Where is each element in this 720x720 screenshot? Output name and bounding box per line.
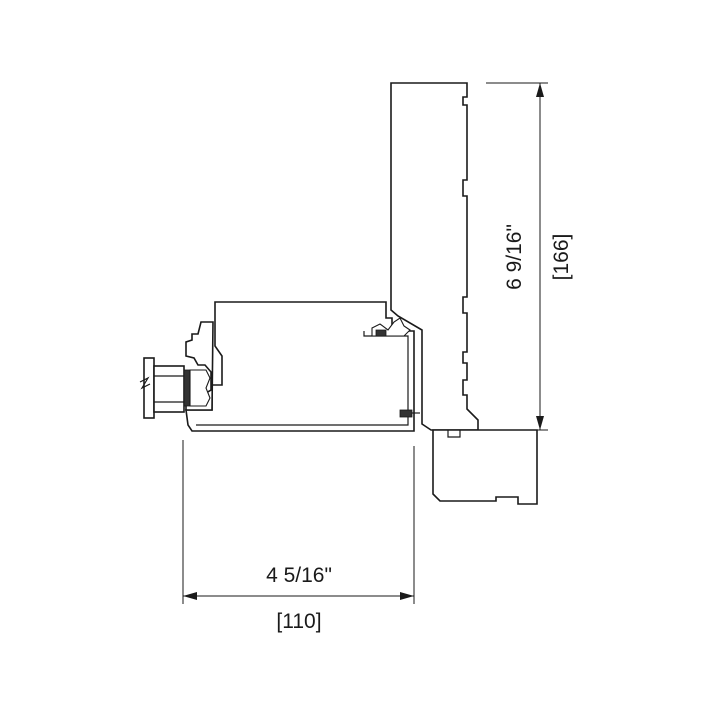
height-arrow-bottom [536,416,544,430]
width-arrow-left [183,592,197,600]
width-imperial-label: 4 5/16" [266,564,332,587]
width-metric-label: [110] [276,610,321,633]
height-imperial-label: 6 9/16" [503,224,526,290]
glass-pane-inner [153,365,185,413]
glazing-gasket [183,369,191,407]
height-arrow-top [536,83,544,97]
height-metric-label: [166] [550,234,573,281]
width-arrow-right [400,592,414,600]
horizontal-sash-profile [185,301,415,432]
glass-break-line [139,376,151,390]
vertical-frame-profile [390,82,479,431]
glazing-bead-clip [189,369,211,407]
sash-inner-line [196,331,409,426]
hardware-clip [399,409,413,418]
seal-bulb [375,329,387,337]
sill-profile [432,429,538,505]
glass-pane-outer [143,357,155,419]
sill-step [447,430,461,438]
glass-spacer [154,375,184,403]
